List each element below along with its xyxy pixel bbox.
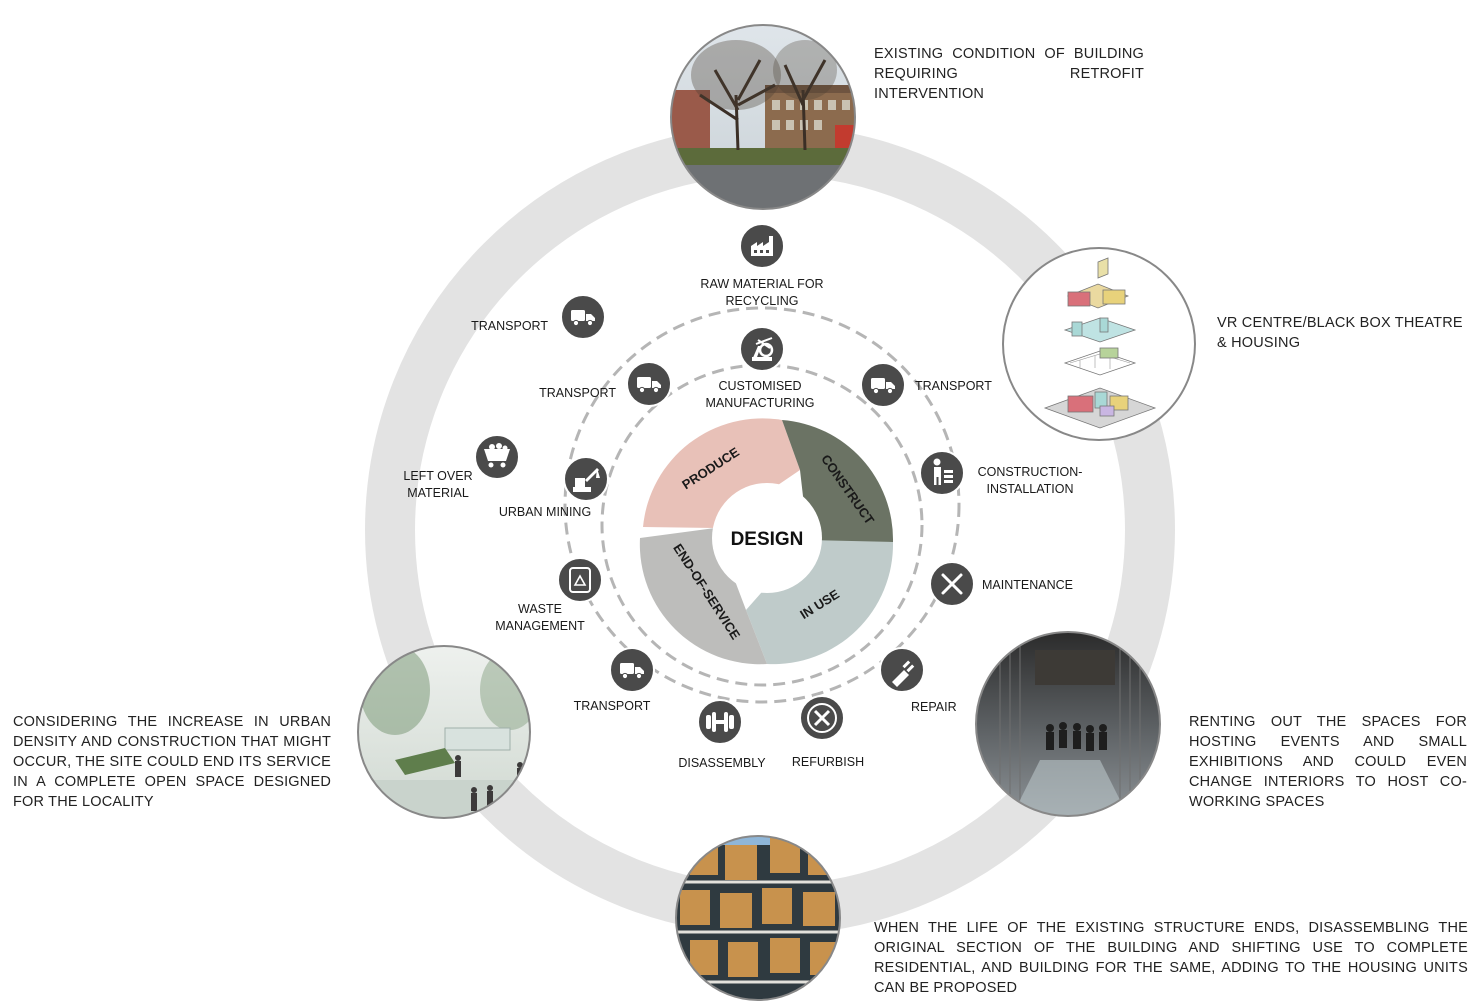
segment-produce — [643, 418, 800, 528]
node-label: RAW MATERIAL FOR — [700, 277, 823, 291]
wrench-screwdriver-icon — [941, 573, 963, 595]
excavator-icon — [573, 468, 600, 492]
residential-facade-photo — [675, 835, 841, 1001]
outer-node-raw-material: RAW MATERIAL FOR RECYCLING — [700, 223, 824, 308]
outer-node-transport-top-left: TRANSPORT — [471, 294, 606, 340]
node-label: MANAGEMENT — [495, 619, 585, 633]
outer-dashed-ring — [563, 306, 961, 704]
node-label: TRANSPORT — [471, 319, 548, 333]
node-label: LEFT OVER — [403, 469, 472, 483]
node-label: WASTE — [518, 602, 562, 616]
existing-building-photo — [670, 24, 856, 210]
open-space-text: CONSIDERING THE INCREASE IN URBAN DENSIT… — [13, 714, 331, 810]
event-hall-photo — [975, 631, 1161, 817]
recycle-bin-icon — [569, 567, 591, 593]
segment-end-of-service — [639, 528, 767, 665]
outer-node-maintenance: MAINTENANCE — [929, 561, 1073, 607]
node-label: DISASSEMBLY — [678, 756, 766, 770]
design-label: DESIGN — [731, 529, 804, 550]
outer-node-refurbish: REFURBISH — [792, 695, 864, 769]
exploded-axonometric — [1002, 247, 1196, 441]
crane-gear-icon — [752, 337, 774, 361]
outer-node-repair: REPAIR — [879, 647, 957, 714]
plug-icon — [892, 660, 915, 687]
inner-node-urban-mining: URBAN MINING — [499, 456, 609, 519]
node-label: REPAIR — [911, 700, 957, 714]
node-label: REFURBISH — [792, 755, 864, 769]
existing-condition-text: EXISTING CONDITION OF BUILDING REQUIRING… — [874, 46, 1144, 102]
node-label: MAINTENANCE — [982, 578, 1073, 592]
design-cycle: DESIGN PRODUCE CONSTRUCT IN USE END-OF-S… — [639, 418, 894, 665]
residential-text: WHEN THE LIFE OF THE EXISTING STRUCTURE … — [874, 920, 1468, 996]
outer-node-disassembly: DISASSEMBLY — [678, 699, 766, 770]
node-label: MANUFACTURING — [705, 396, 814, 410]
node-label: RECYCLING — [726, 294, 799, 308]
node-label: TRANSPORT — [915, 379, 992, 393]
mine-cart-icon — [484, 443, 510, 468]
node-label: TRANSPORT — [539, 386, 616, 400]
builder-icon — [933, 458, 953, 485]
node-label: MATERIAL — [407, 486, 469, 500]
node-label: INSTALLATION — [986, 482, 1073, 496]
outer-node-waste: WASTE MANAGEMENT — [495, 557, 603, 633]
dumbbell-icon — [706, 712, 734, 732]
vr-centre-text: VR CENTRE/BLACK BOX THEATRE & HOUSING — [1217, 315, 1463, 351]
node-label: URBAN MINING — [499, 505, 591, 519]
outer-node-transport-right: TRANSPORT — [860, 362, 992, 408]
outer-node-left-over: LEFT OVER MATERIAL — [403, 434, 520, 500]
inner-node-customised-manufacturing: CUSTOMISED MANUFACTURING — [705, 326, 815, 410]
renting-text: RENTING OUT THE SPACES FOR HOSTING EVENT… — [1189, 714, 1467, 810]
design-hub — [712, 483, 822, 593]
outer-node-transport-bottom: TRANSPORT — [574, 647, 655, 713]
refurbish-tools-icon — [807, 703, 837, 733]
node-label: CUSTOMISED — [718, 379, 801, 393]
inner-dashed-ring — [600, 363, 924, 687]
node-label: CONSTRUCTION- — [978, 465, 1083, 479]
inner-node-transport: TRANSPORT — [539, 361, 672, 407]
node-label: TRANSPORT — [574, 699, 651, 713]
outer-node-construction: CONSTRUCTION- INSTALLATION — [919, 450, 1083, 496]
